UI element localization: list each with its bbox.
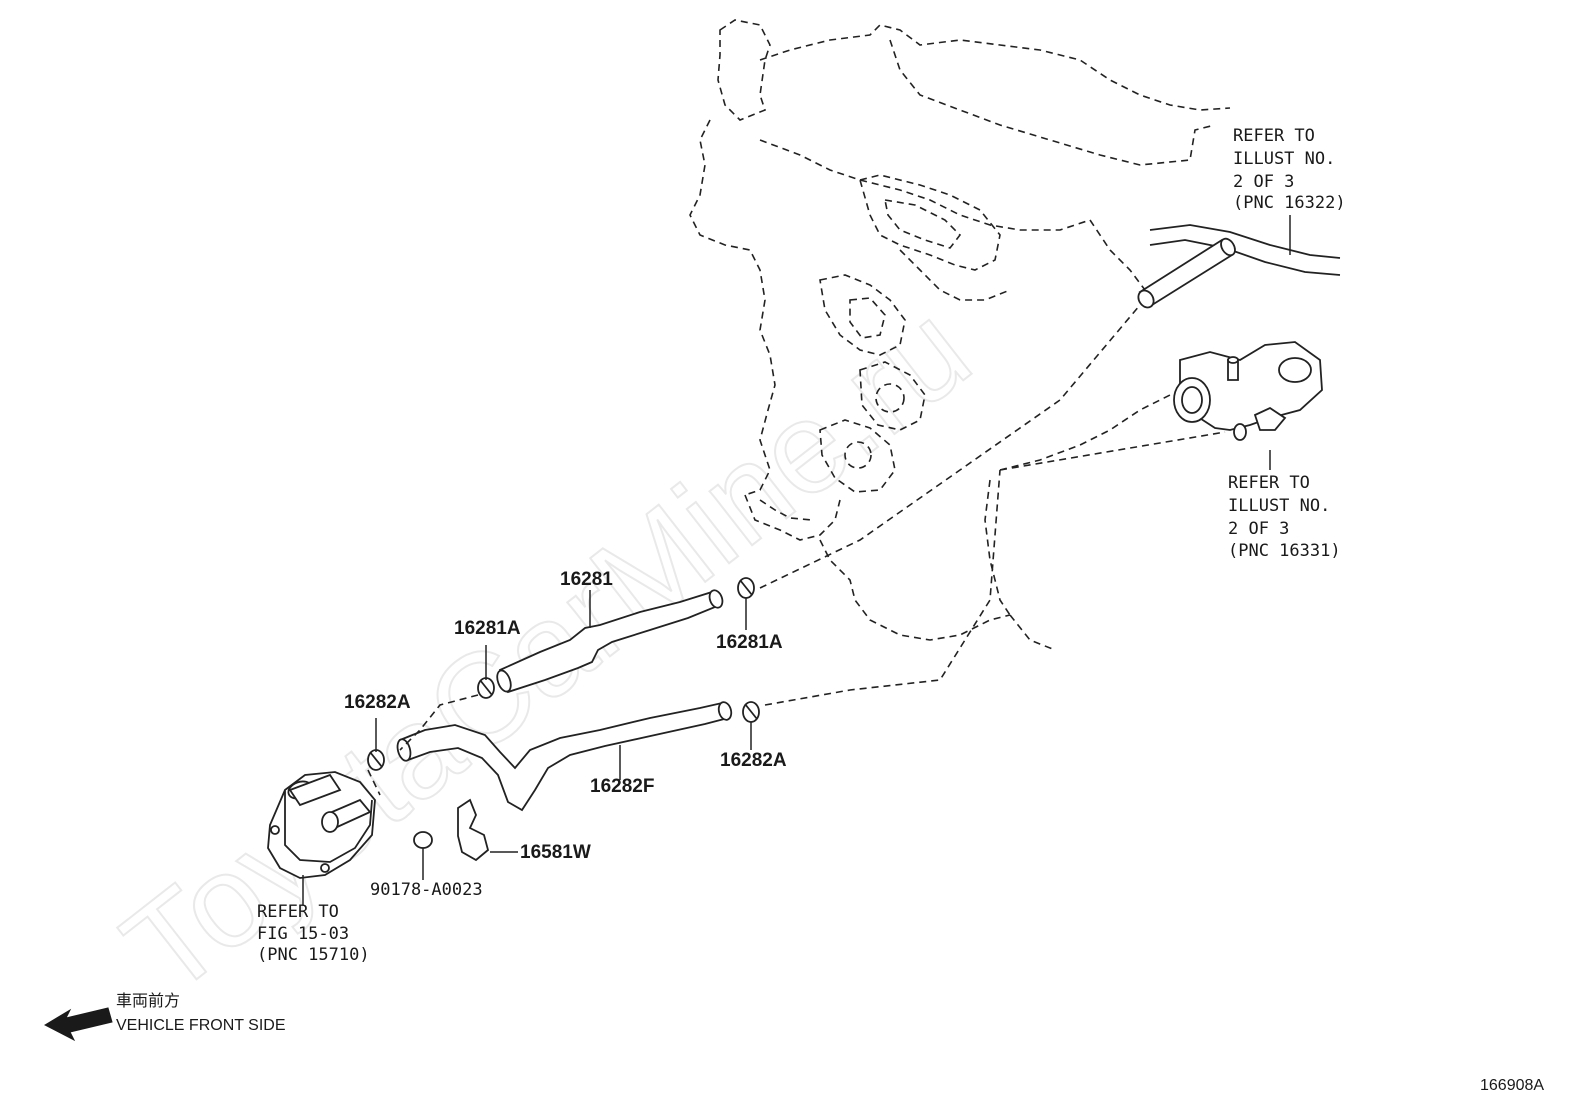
diagram-id: 166908A bbox=[1480, 1077, 1544, 1094]
hose-16282f bbox=[396, 701, 733, 812]
label-16282a-left: 16282A bbox=[344, 692, 411, 713]
leader-lines bbox=[302, 215, 1291, 905]
label-16281a-left: 16281A bbox=[454, 618, 521, 639]
label-16282f: 16282F bbox=[590, 776, 654, 797]
water-outlet-housing bbox=[999, 341, 1323, 471]
direction-en: VEHICLE FRONT SIDE bbox=[116, 1017, 286, 1034]
ref-line: FIG 15-03 bbox=[257, 924, 349, 944]
label-16281a-right: 16281A bbox=[716, 632, 783, 653]
label-16581w: 16581W bbox=[520, 842, 591, 863]
label-16281: 16281 bbox=[560, 569, 613, 590]
ref-top-right: REFER TO ILLUST NO. 2 OF 3 (PNC 16322) bbox=[1233, 126, 1346, 213]
vehicle-front-indicator: 車両前方 VEHICLE FRONT SIDE bbox=[43, 992, 286, 1042]
pipe-16322 bbox=[1137, 224, 1341, 309]
label-16282a-right: 16282A bbox=[720, 750, 787, 771]
direction-jp: 車両前方 bbox=[116, 992, 180, 1010]
arrow-left-icon bbox=[43, 1007, 113, 1042]
ref-line: (PNC 16331) bbox=[1228, 541, 1341, 561]
clamp-16282a-right bbox=[742, 701, 760, 723]
ref-line: 2 OF 3 bbox=[1233, 172, 1294, 192]
connection-lines bbox=[367, 304, 1141, 796]
ref-line: REFER TO bbox=[1228, 473, 1310, 493]
ref-line: REFER TO bbox=[1233, 126, 1315, 146]
oil-cooler bbox=[267, 771, 376, 879]
label-90178-a0023: 90178-A0023 bbox=[370, 880, 483, 900]
hose-16281 bbox=[496, 589, 724, 694]
ref-line: ILLUST NO. bbox=[1233, 149, 1335, 169]
ref-line: 2 OF 3 bbox=[1228, 519, 1289, 539]
ref-line: ILLUST NO. bbox=[1228, 496, 1330, 516]
engine-block-outline bbox=[689, 19, 1231, 651]
ref-line: (PNC 16322) bbox=[1233, 193, 1346, 213]
bracket-16581w bbox=[457, 798, 490, 862]
ref-mid-right: REFER TO ILLUST NO. 2 OF 3 (PNC 16331) bbox=[1228, 473, 1341, 561]
ref-bottom-left: REFER TO FIG 15-03 (PNC 15710) bbox=[257, 902, 370, 965]
clamp-16281a-left bbox=[477, 677, 495, 699]
clamp-16282a-left bbox=[367, 749, 385, 771]
bolt-90178 bbox=[413, 831, 433, 880]
ref-line: (PNC 15710) bbox=[257, 945, 370, 965]
ref-line: REFER TO bbox=[257, 902, 339, 922]
clamp-16281a-right bbox=[737, 577, 755, 599]
